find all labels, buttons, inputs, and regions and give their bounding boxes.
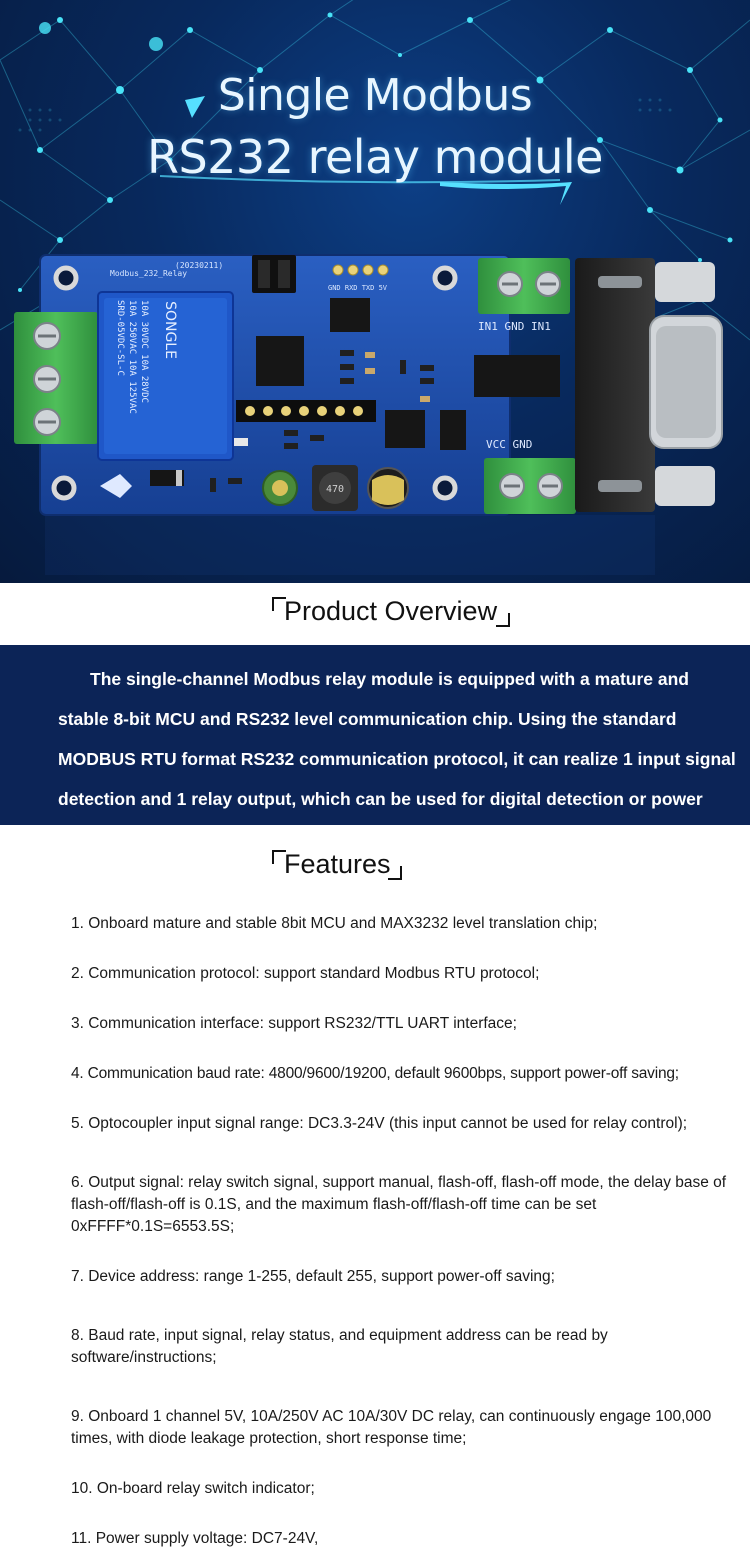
db9-connector [575,258,655,512]
title-swoosh [159,96,572,205]
relay-brand-label: SONGLE [162,301,178,359]
overview-text: The single-channel Modbus relay module i… [58,669,736,849]
relay-spec-line2: 10A 30VDC 10A 28VDC [139,300,149,403]
feature-item-5: 5. Optocoupler input signal range: DC3.3… [71,1115,688,1132]
feature-item-8: 8. Baud rate, input signal, relay status… [71,1327,608,1366]
relay-spec-line1: 10A 250VAC 10A 125VAC [127,300,137,414]
bracket-bottom-right [388,866,402,880]
overview-heading-bar: Product Overview [0,583,750,645]
bracket-bottom-right [496,613,510,627]
features-heading-bar: Features [0,836,750,898]
silk-board-name: Modbus_232_Relay [110,269,187,278]
hero-title-line1: Single Modbus [217,70,533,121]
feature-item-3: 3. Communication interface: support RS23… [71,1015,517,1032]
board-logo [100,474,132,498]
inductor-label: 470 [326,484,344,495]
bracket-top-left [272,850,286,864]
max3232-chip [474,355,560,397]
feature-item-9: 9. Onboard 1 channel 5V, 10A/250V AC 10A… [71,1408,712,1447]
hero-title-line2: RS232 relay module [147,130,604,184]
silk-serial-header: GND RXD TXD 5V [328,284,388,292]
feature-item-11: 11. Power supply voltage: DC7-24V, [71,1530,319,1547]
feature-item-6: 6. Output signal: relay switch signal, s… [71,1174,727,1235]
feature-item-10: 10. On-board relay switch indicator; [71,1480,315,1497]
bracket-top-left [272,597,286,611]
optocoupler-chip [330,298,370,332]
overview-panel: The single-channel Modbus relay module i… [0,645,750,849]
silk-date: (20230211) [175,261,223,270]
overview-heading: Product Overview [284,596,498,626]
relay-spec-line3: SRD-05VDC-SL-C [115,300,125,376]
bottom-right-terminal-block [484,458,576,514]
silk-input-label: IN1 GND IN1 [478,320,551,333]
mcu-chip [256,336,304,386]
feature-item-4: 4. Communication baud rate: 4800/9600/19… [71,1065,679,1082]
relay-board-illustration: SONGLE 10A 250VAC 10A 125VAC 10A 30VDC 1… [14,254,723,575]
silk-power-label: VCC GND [486,438,532,451]
features-heading: Features [284,849,391,879]
feature-item-2: 2. Communication protocol: support stand… [71,965,540,982]
feature-item-7: 7. Device address: range 1-255, default … [71,1268,555,1285]
feature-item-1: 1. Onboard mature and stable 8bit MCU an… [71,915,598,932]
regulator-chip [385,410,425,448]
hero-banner: Single Modbus RS232 relay module [0,0,750,583]
